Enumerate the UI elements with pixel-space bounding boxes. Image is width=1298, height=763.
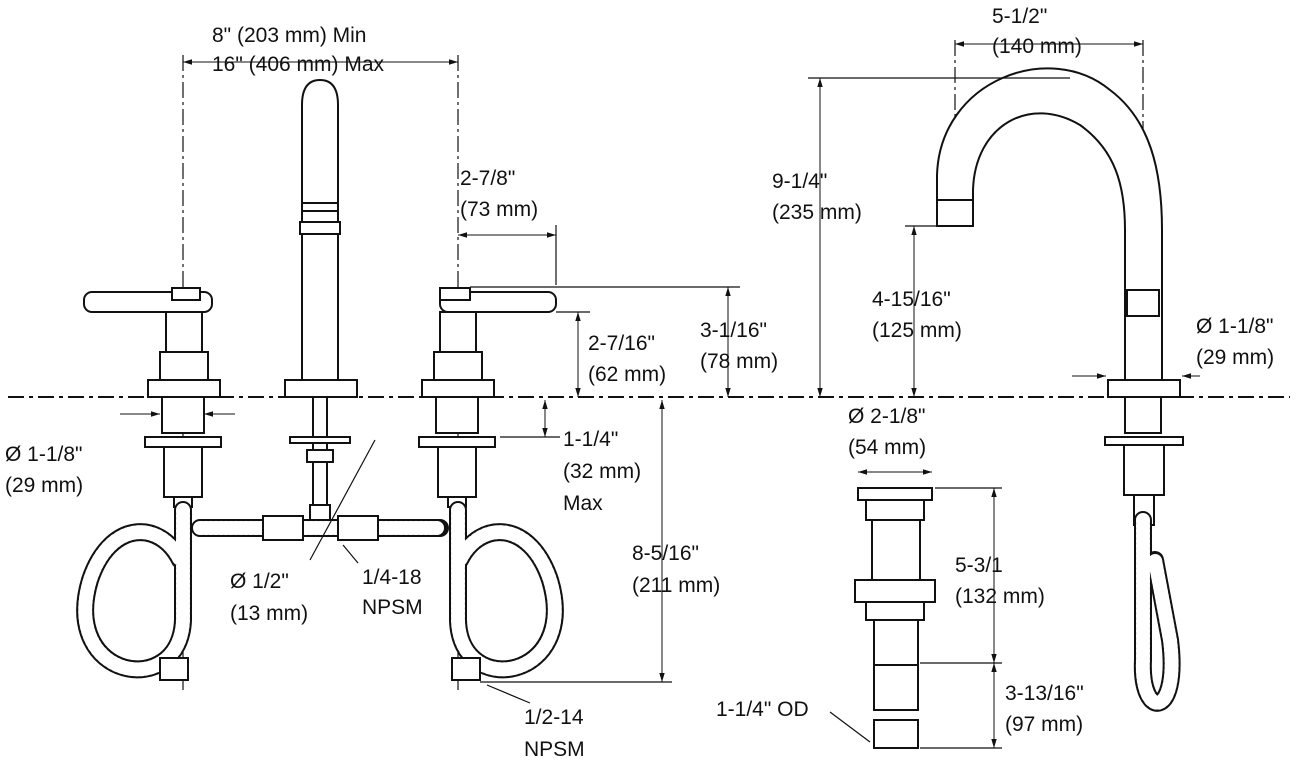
label-drain-diam-mm: (54 mm): [848, 436, 926, 459]
label-drain-od: 1-1/4" OD: [716, 698, 809, 721]
label-spout-height-mm: (235 mm): [772, 201, 862, 224]
label-hose-diam-mm: (13 mm): [230, 602, 308, 625]
label-handle-total-in: 3-1/16": [700, 319, 767, 342]
label-handle-reach-in: 2-7/8": [460, 167, 515, 190]
label-deck-thick-max: Max: [563, 492, 603, 515]
label-left-diam-in: Ø 1-1/8": [5, 443, 83, 466]
label-spout-height-in: 9-1/4": [772, 170, 827, 193]
label-spout-base-diam-in: Ø 1-1/8": [1196, 315, 1274, 338]
label-deck-thick-mm: (32 mm): [563, 460, 641, 483]
label-deck-thick-in: 1-1/4": [563, 428, 618, 451]
label-under-depth-in: 8-5/16": [632, 542, 699, 565]
label-thread-small-in: 1/4-18: [362, 566, 422, 589]
label-drain-tail-in: 3-13/16": [1005, 682, 1084, 705]
label-spread-min: 8" (203 mm) Min: [212, 24, 367, 47]
label-drain-len-mm: (132 mm): [955, 585, 1045, 608]
label-spout-clear-mm: (125 mm): [872, 319, 962, 342]
label-drain-tail-mm: (97 mm): [1005, 713, 1083, 736]
supply-hoses: [76, 501, 564, 681]
label-spout-reach-in: 5-1/2": [992, 5, 1047, 28]
label-drain-diam-in: Ø 2-1/8": [848, 405, 926, 428]
label-thread-small-npsm: NPSM: [362, 596, 423, 619]
label-handle-reach-mm: (73 mm): [460, 198, 538, 221]
center-spout-front: [284, 78, 358, 531]
label-handle-total-mm: (78 mm): [700, 350, 778, 373]
left-handle-valve: [83, 287, 222, 508]
right-handle-valve: [418, 287, 557, 508]
drain-assembly: [854, 487, 936, 749]
label-under-depth-mm: (211 mm): [632, 574, 720, 597]
label-left-diam-mm: (29 mm): [5, 474, 83, 497]
label-thread-large-in: 1/2-14: [524, 706, 584, 729]
spout-side-view: [936, 67, 1184, 712]
label-spout-clear-in: 4-15/16": [872, 288, 951, 311]
dimension-lines: [120, 41, 1200, 749]
label-thread-large-npsm: NPSM: [524, 738, 585, 761]
label-hose-diam-in: Ø 1/2": [230, 570, 289, 593]
label-spout-reach-mm: (140 mm): [992, 35, 1082, 58]
label-drain-len-in: 5-3/1: [955, 554, 1003, 577]
label-spout-base-diam-mm: (29 mm): [1196, 346, 1274, 369]
label-handle-height-mm: (62 mm): [588, 363, 666, 386]
label-handle-height-in: 2-7/16": [588, 332, 655, 355]
label-spread-max: 16" (406 mm) Max: [212, 53, 384, 76]
